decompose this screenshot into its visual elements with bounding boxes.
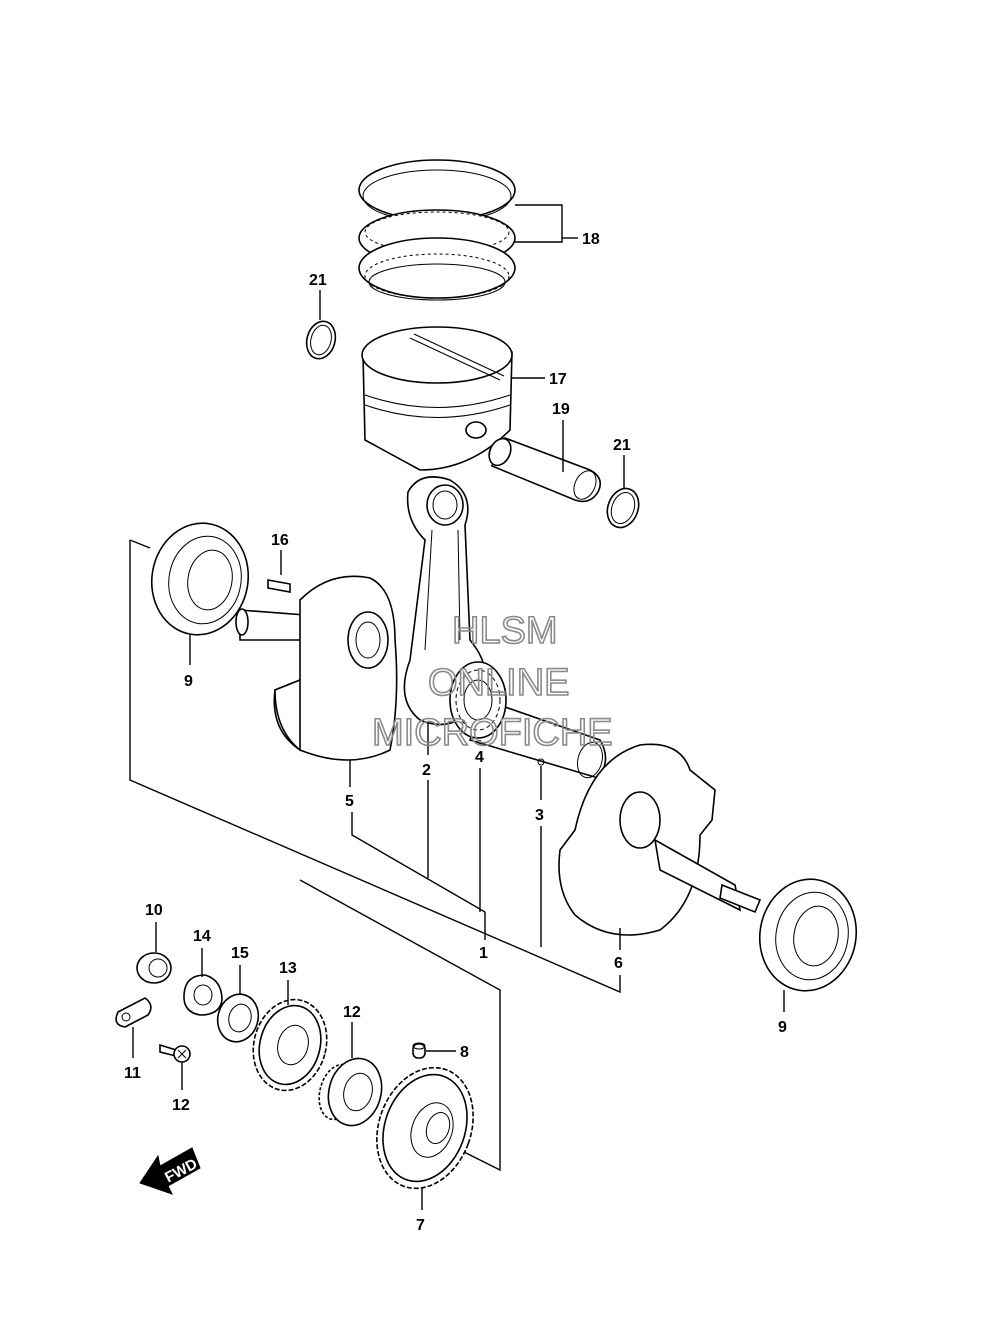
- crank-bearing-left[interactable]: [143, 516, 257, 643]
- washer-16[interactable]: [212, 990, 263, 1047]
- bearing-13[interactable]: [313, 1052, 389, 1131]
- piston-rings[interactable]: [358, 159, 516, 301]
- screw-12[interactable]: [159, 1043, 191, 1063]
- lock-plate-11[interactable]: [115, 997, 152, 1028]
- callout-18: 17: [549, 371, 567, 388]
- watermark-line1: HLSM: [452, 610, 558, 652]
- assembly-bracket-lines: [129, 539, 621, 1172]
- callout-2: 2: [422, 762, 431, 779]
- woodruff-key[interactable]: [267, 579, 291, 593]
- forward-direction-arrow: FWD: [139, 1147, 201, 1195]
- callout-11: 11: [124, 1065, 141, 1082]
- callout-14: 13: [279, 960, 297, 977]
- callout-12: 12: [172, 1097, 190, 1114]
- callout-19: 18: [582, 231, 600, 248]
- callout-4: 4: [475, 749, 484, 766]
- callout-5: 5: [345, 793, 354, 810]
- callout-3: 3: [535, 807, 544, 824]
- callout-21-top: 21: [309, 272, 327, 289]
- callout-8: 8: [460, 1044, 469, 1061]
- callout-10: 10: [145, 902, 163, 919]
- crankshaft-left-half[interactable]: [235, 575, 398, 761]
- piston-pin-circlip-right[interactable]: [602, 484, 644, 532]
- callout-6: 6: [614, 955, 623, 972]
- watermark-line3: MICROFICHE: [372, 712, 613, 754]
- watermark-line2: ONLINE: [428, 662, 569, 704]
- callout-21-right: 21: [613, 437, 631, 454]
- callout-15: 14: [193, 928, 211, 945]
- dowel-pin-8[interactable]: [412, 1042, 426, 1059]
- nut-15[interactable]: [183, 974, 223, 1016]
- gear-14[interactable]: [243, 991, 336, 1099]
- crankshaft-right-half[interactable]: [558, 743, 762, 936]
- callout-7: 7: [416, 1217, 425, 1234]
- callout-1: 1: [479, 945, 488, 962]
- callout-17: 16: [271, 532, 289, 549]
- piston-pin-circlip-left[interactable]: [303, 318, 340, 362]
- callout-13: 12: [343, 1004, 361, 1021]
- spacer-10[interactable]: [136, 952, 172, 984]
- callout-9-right: 9: [778, 1019, 787, 1036]
- callout-16: 15: [231, 945, 249, 962]
- crank-bearing-right[interactable]: [751, 872, 865, 999]
- needle-bearing[interactable]: [449, 661, 507, 739]
- callout-20: 19: [552, 401, 570, 418]
- watermark: HLSM ONLINE MICROFICHE: [371, 609, 613, 755]
- piston[interactable]: [361, 326, 513, 471]
- primary-drive-gear-7[interactable]: [361, 1054, 490, 1202]
- piston-pin[interactable]: [485, 435, 601, 503]
- callout-9-left: 9: [184, 673, 193, 690]
